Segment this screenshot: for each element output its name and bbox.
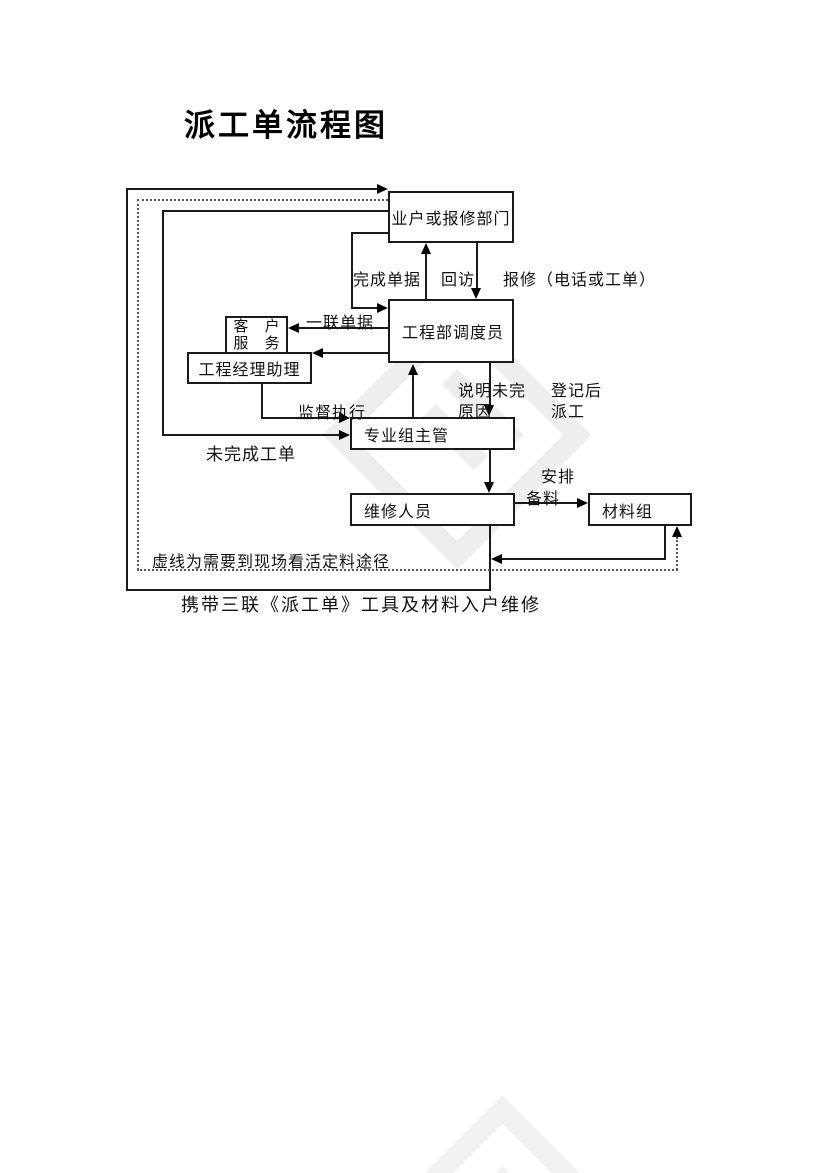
legend-carry-workorder: 携带三联《派工单》工具及材料入户维修	[181, 595, 541, 615]
node-assistant: 工程经理助理	[187, 352, 312, 384]
flow-line-completed-h2	[351, 307, 378, 309]
arrowhead-into-materials-bottom	[672, 526, 682, 537]
flow-line-outer-bottom	[126, 589, 491, 591]
arrowhead-into-customer-bottom	[421, 243, 431, 254]
flow-line-unfinished-left	[162, 210, 164, 436]
node-dispatcher: 工程部调度员	[388, 299, 514, 363]
arrowhead-into-supervisor-top	[339, 413, 350, 423]
node-customer: 业户或报修部门	[388, 191, 514, 243]
watermark-glyph	[485, 1166, 574, 1173]
flow-line-materials-left	[500, 558, 666, 560]
dotted-line-top	[137, 199, 388, 201]
legend-dotted-route: 虚线为需要到现场看活定料途径	[152, 554, 391, 571]
edge-label-explain-line2: 原因	[458, 404, 493, 421]
node-repairer-label: 维修人员	[364, 503, 433, 521]
arrowhead-into-service	[288, 323, 299, 333]
node-supervisor: 专业组主管	[350, 417, 515, 450]
flow-line-register	[489, 363, 491, 406]
edge-label-unfinished: 未完成工单	[206, 445, 296, 464]
flow-line-outer-top	[126, 188, 377, 190]
dotted-line-bottom	[137, 569, 678, 571]
page-title: 派工单流程图	[184, 108, 388, 143]
edge-label-one-copy: 一联单据	[306, 315, 375, 332]
node-supervisor-label: 专业组主管	[364, 427, 450, 445]
arrowhead-into-materials	[577, 498, 588, 508]
arrowhead-into-assistant	[312, 348, 323, 358]
node-repairer: 维修人员	[350, 493, 515, 526]
edge-label-arrange-line1: 安排	[541, 469, 576, 486]
flow-line-explain	[412, 373, 414, 417]
node-customer-service-label2: 服 务	[233, 335, 286, 352]
node-customer-label: 业户或报修部门	[391, 211, 511, 228]
edge-label-repair-request: 报修（电话或工单）	[503, 272, 657, 289]
node-customer-service: 客 户 服 务	[225, 316, 288, 354]
edge-label-explain-line1: 说明未完	[458, 383, 527, 400]
flow-line-completed-h1	[351, 232, 388, 234]
flow-line-supervisor-repairer	[489, 450, 491, 483]
arrowhead-into-supervisor-mid	[339, 430, 350, 440]
edge-label-supervise: 监督执行	[298, 405, 367, 422]
watermark-bottom	[350, 1095, 655, 1173]
flow-line-supervise-v	[261, 384, 263, 419]
arrowhead-into-dispatcher-top	[471, 288, 481, 299]
edge-label-follow-up: 回访	[441, 272, 476, 289]
edge-label-arrange-line2: 备料	[526, 491, 561, 508]
flow-line-completed-v	[351, 232, 353, 309]
flow-line-unfinished-top	[162, 210, 388, 212]
arrowhead-into-repairer	[484, 482, 494, 493]
node-dispatcher-label: 工程部调度员	[402, 325, 505, 342]
arrowhead-into-customer	[377, 184, 388, 194]
edge-label-register-line2: 派工	[551, 404, 586, 421]
edge-label-completed-doc: 完成单据	[353, 272, 422, 289]
node-assistant-label: 工程经理助理	[198, 362, 301, 379]
flow-line-followup	[425, 252, 427, 299]
node-customer-service-label1: 客 户	[233, 318, 286, 335]
flow-line-one-copy	[298, 327, 388, 329]
flow-line-repair-request	[476, 243, 478, 289]
flow-line-arrange	[515, 502, 578, 504]
flow-line-outer-right	[489, 526, 491, 590]
node-materials: 材料组	[588, 493, 692, 526]
flow-line-unfinished-bottom	[162, 434, 340, 436]
arrowhead-into-dispatcher-bottom	[408, 364, 418, 375]
flow-line-outer-left	[126, 188, 128, 591]
arrowhead-into-dispatcher-left	[377, 303, 388, 313]
node-materials-label: 材料组	[602, 503, 654, 521]
edge-label-register-line1: 登记后	[551, 383, 603, 400]
flow-line-to-assistant	[322, 352, 388, 354]
dotted-line-left	[137, 199, 139, 570]
arrowhead-into-supervisor	[484, 405, 494, 416]
dotted-line-right	[676, 537, 678, 570]
arrowhead-into-loop	[491, 554, 502, 564]
flow-line-supervise-h	[261, 417, 339, 419]
flow-line-materials-down	[664, 526, 666, 560]
